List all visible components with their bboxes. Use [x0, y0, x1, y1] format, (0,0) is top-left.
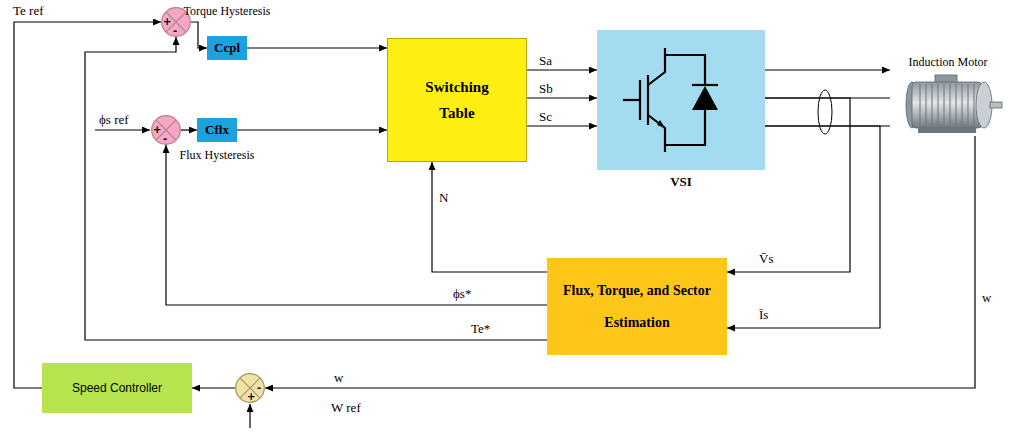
signal-arrow: [527, 125, 597, 126]
hysteresis-box: CflxFlux Hysteresis: [197, 118, 237, 142]
signal-arrow: [265, 136, 975, 388]
emitter-arrow: [657, 120, 665, 128]
signal-arrow: [237, 129, 387, 130]
input-wire: [95, 129, 150, 130]
signal-arrow: [14, 22, 161, 388]
signal-arrow: [432, 162, 547, 272]
sign-label: -: [163, 134, 167, 144]
signal-arrow: [191, 22, 207, 48]
signal-arrow: [527, 97, 597, 98]
diode-symbol: [692, 86, 718, 110]
signal-name: Te ref: [12, 3, 44, 19]
signal-label: Sb: [538, 81, 554, 97]
motor-picture: [906, 75, 1002, 133]
signal-label: V̄s: [758, 251, 774, 267]
igbt-symbol: [597, 30, 765, 170]
block-label: Cflx: [205, 122, 229, 138]
signal-arrow: [765, 69, 890, 70]
motor-block: Induction Motor: [890, 54, 1006, 136]
junction-circle: [236, 374, 265, 403]
summing-junction: -+: [235, 373, 265, 403]
junction-circle: [152, 116, 181, 145]
igbt-lines: [623, 48, 718, 152]
motor-shaft: [990, 102, 1002, 108]
input-wire: [249, 404, 250, 428]
estimator-box: Flux, Torque, and Sector Estimation: [547, 258, 727, 355]
switching-table-box: Switching Table: [387, 38, 527, 162]
block-label: VSI: [670, 174, 692, 189]
signal-label: Te*: [470, 321, 491, 337]
block-label: Ccpl: [214, 40, 240, 56]
signal-name: ϕs ref: [98, 112, 130, 128]
signal-arrow: [85, 37, 547, 340]
block-heading: Flux Hysteresis: [180, 148, 255, 162]
block-label: Switching Table: [407, 74, 507, 126]
controller-box: Speed Controller: [42, 363, 192, 413]
signal-arrow: [192, 387, 235, 388]
current-sensor: [818, 90, 832, 134]
signal-name: w: [333, 370, 344, 386]
summing-junction: +-: [151, 115, 181, 145]
signal-arrow: [247, 47, 387, 48]
signal-label: ϕs*: [452, 286, 472, 302]
signal-label: N: [438, 190, 449, 206]
signal-label: w: [981, 290, 992, 306]
sign-label: -: [173, 26, 177, 36]
hysteresis-box: Torque HysteresisCcpl: [207, 36, 247, 60]
block-label: Flux, Torque, and Sector Estimation: [562, 275, 712, 339]
signal-label: Sc: [538, 109, 553, 125]
signal-label: Sa: [538, 53, 553, 69]
sign-label: +: [247, 392, 255, 402]
block-label: Induction Motor: [909, 55, 988, 69]
signal-arrow: [527, 69, 597, 70]
motor-body: [912, 82, 982, 128]
block-heading: Torque Hysteresis: [184, 4, 271, 18]
signal-arrow: [166, 145, 547, 305]
motor-fins: [920, 84, 974, 126]
motor-feet: [918, 127, 976, 133]
inverter-box: VSI: [597, 30, 765, 170]
signal-arrow: [181, 129, 197, 130]
signal-label: Īs: [758, 307, 769, 323]
block-label: Speed Controller: [72, 381, 162, 395]
sign-label: -: [257, 383, 261, 393]
sign-label: +: [163, 17, 171, 27]
signal-name: W ref: [330, 400, 362, 416]
sign-label: +: [153, 125, 161, 135]
motor-front-cap: [976, 82, 992, 128]
